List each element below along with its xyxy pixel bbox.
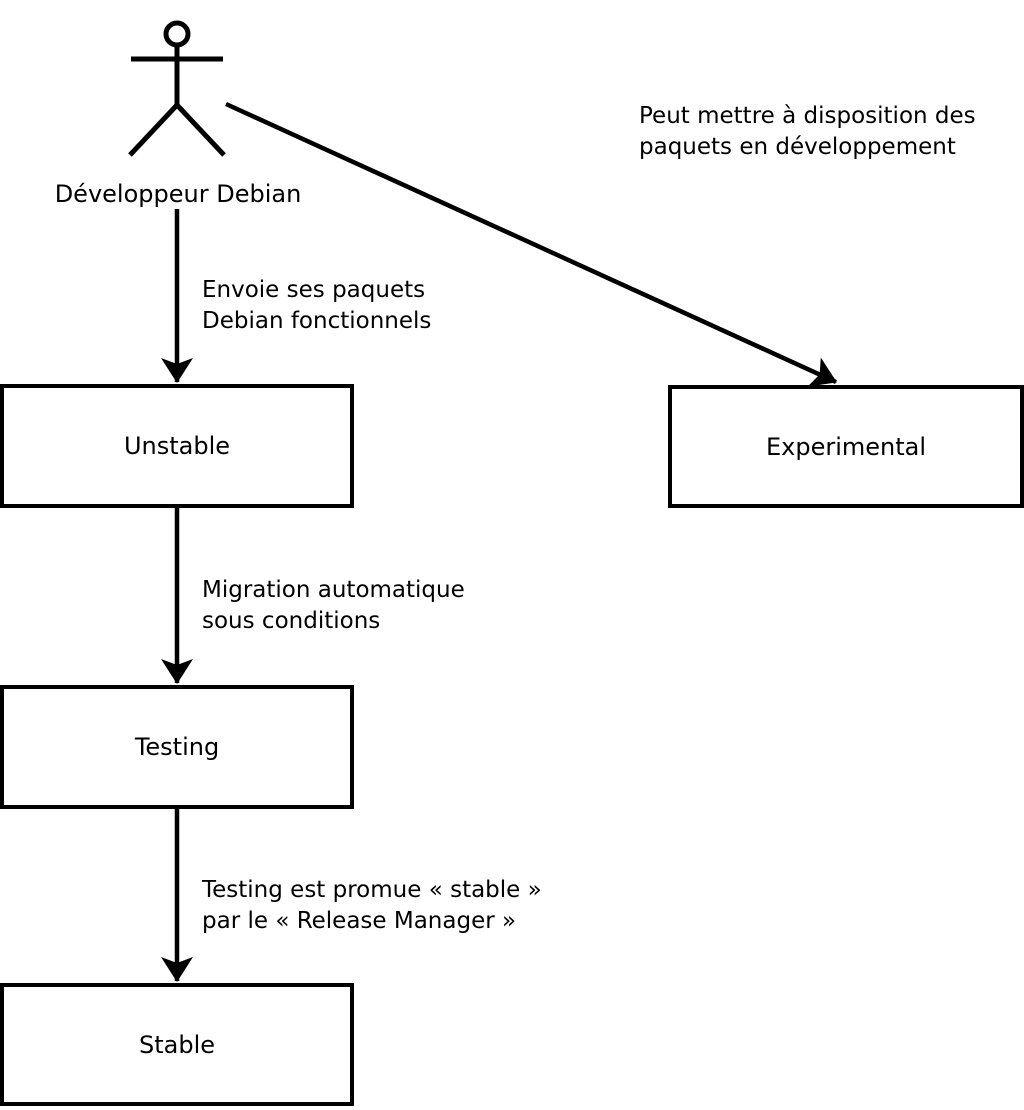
box-experimental-label: Experimental bbox=[765, 432, 927, 461]
box-experimental: Experimental bbox=[668, 385, 1024, 508]
edge-label-testing-to-stable: Testing est promue « stable » par le « R… bbox=[202, 877, 542, 934]
box-testing-label: Testing bbox=[134, 733, 220, 761]
box-stable: Stable bbox=[0, 983, 354, 1106]
developer-actor-icon bbox=[128, 20, 226, 157]
arrow-actor-to-experimental bbox=[225, 101, 837, 387]
edge-label-actor-to-experimental: Peut mettre à disposition des paquets en… bbox=[639, 103, 976, 160]
box-unstable-label: Unstable bbox=[123, 432, 231, 460]
actor-label: Développeur Debian bbox=[54, 180, 302, 208]
box-unstable: Unstable bbox=[0, 384, 354, 508]
box-testing: Testing bbox=[0, 685, 354, 809]
edge-label-actor-to-unstable: Envoie ses paquets Debian fonctionnels bbox=[202, 277, 432, 334]
edge-label-unstable-to-testing: Migration automatique sous conditions bbox=[202, 577, 465, 634]
box-stable-label: Stable bbox=[138, 1030, 216, 1059]
